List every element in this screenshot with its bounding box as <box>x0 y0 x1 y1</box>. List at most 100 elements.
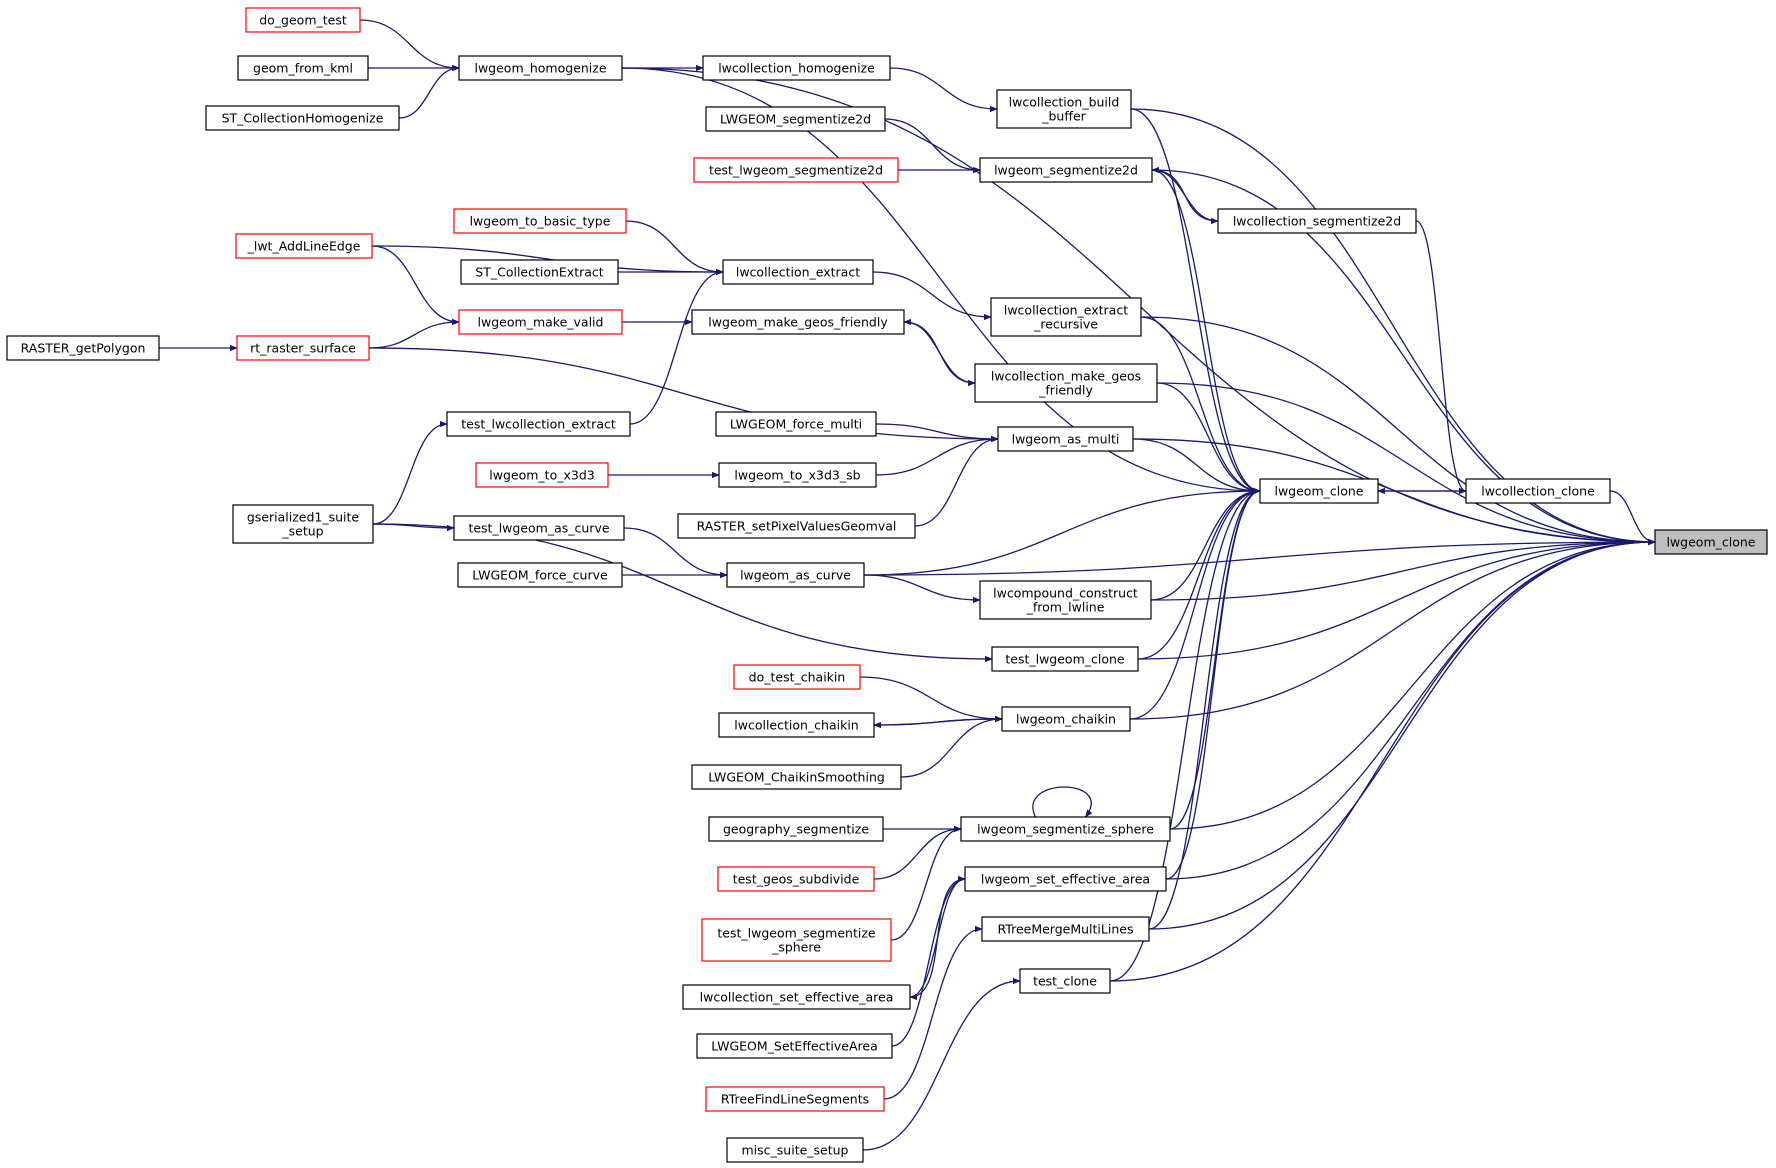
node-label: RTreeMergeMultiLines <box>998 922 1134 937</box>
node-label: test_clone <box>1033 974 1097 989</box>
node-lwcompound-construct-from-lwline[interactable]: lwcompound_construct_from_lwline <box>979 580 1152 620</box>
node-box <box>981 916 1150 942</box>
node-lwcollection-make-geos-friendly[interactable]: lwcollection_make_geos_friendly <box>974 363 1158 403</box>
node-test-lwgeom-segmentize-sphere[interactable]: test_lwgeom_segmentize_sphere <box>701 918 892 962</box>
node-lwcollection-homogenize[interactable]: lwcollection_homogenize <box>702 55 891 81</box>
node-test-lwcollection-extract[interactable]: test_lwcollection_extract <box>446 411 631 437</box>
node-raster-getpolygon[interactable]: RASTER_getPolygon <box>6 335 160 361</box>
node-label: _from_lwline <box>1026 600 1105 615</box>
edge-lwcollection_make_geos_friendly-to-lwgeom_clone <box>1156 382 1261 495</box>
node-box <box>726 1137 864 1163</box>
node-box <box>960 816 1171 842</box>
node-box <box>6 335 160 361</box>
node-rtreefindlinesegments[interactable]: RTreeFindLineSegments <box>705 1086 885 1112</box>
node-do-test-chaikin[interactable]: do_test_chaikin <box>733 664 861 690</box>
node-lwgeom-segmentize-sphere[interactable]: lwgeom_segmentize_sphere <box>960 816 1171 842</box>
node-label: RASTER_setPixelValuesGeomval <box>697 519 897 534</box>
node-box <box>677 513 916 539</box>
edge-test_lwcollection_extract-to-lwcollection_extract <box>629 268 724 425</box>
node-gserialized1-suite-setup[interactable]: gserialized1_suite_setup <box>232 504 374 544</box>
node-label: lwcollection_homogenize <box>718 61 875 76</box>
node-lwcollection-extract[interactable]: lwcollection_extract <box>722 259 874 285</box>
node--lwt-addlineedge[interactable]: _lwt_AddLineEdge <box>235 233 373 259</box>
node-label: _recursive <box>1033 317 1098 332</box>
node-lwgeom-force-curve[interactable]: LWGEOM_force_curve <box>457 562 623 588</box>
edge-_lwt_AddLineEdge-to-lwcollection_extract <box>371 245 724 276</box>
node-lwcollection-extract-recursive[interactable]: lwcollection_extract_recursive <box>990 297 1142 337</box>
node-box <box>715 411 877 437</box>
node-lwgeom-make-valid[interactable]: lwgeom_make_valid <box>458 309 623 335</box>
node-test-geos-subdivide[interactable]: test_geos_subdivide <box>717 866 875 892</box>
edge-lwgeom_segmentize_sphere-to-lwgeom_clone_root <box>1169 538 1656 830</box>
edge-lwgeom_chaikin-to-lwgeom_clone_root <box>1129 538 1656 720</box>
edge-RTreeFindLineSegments-to-RTreeMergeMultiLines <box>883 925 983 1100</box>
node-box <box>237 55 369 81</box>
edge-_lwt_AddLineEdge-to-lwgeom_make_valid <box>371 245 460 326</box>
node-lwcollection-segmentize2d[interactable]: lwcollection_segmentize2d <box>1217 208 1417 234</box>
edges-layer <box>159 19 1656 1151</box>
node-lwgeom-chaikin[interactable]: lwgeom_chaikin <box>1001 706 1131 732</box>
node-lwgeom-clone-root[interactable]: lwgeom_clone <box>1654 529 1768 555</box>
node-st-collectionextract[interactable]: ST_CollectionExtract <box>460 259 619 285</box>
node-label: test_lwcollection_extract <box>461 417 616 432</box>
node-lwcollection-set-effective-area[interactable]: lwcollection_set_effective_area <box>682 984 911 1010</box>
node-label: lwgeom_chaikin <box>1016 712 1116 727</box>
edge-lwcollection_clone-to-lwgeom_clone_root <box>1609 490 1656 546</box>
edge-test_lwgeom_segmentize_sphere-to-lwgeom_segmentize_sphere <box>890 825 962 941</box>
node-box <box>691 764 902 790</box>
node-test-clone[interactable]: test_clone <box>1019 968 1111 994</box>
node-box <box>475 462 609 488</box>
node-lwgeom-to-x3d3-sb[interactable]: lwgeom_to_x3d3_sb <box>718 462 877 488</box>
edge-rt_raster_surface-to-lwgeom_make_valid <box>368 318 460 349</box>
node-lwgeom-chaikinsmoothing[interactable]: LWGEOM_ChaikinSmoothing <box>691 764 902 790</box>
node-st-collectionhomogenize[interactable]: ST_CollectionHomogenize <box>205 105 400 131</box>
node-lwgeom-homogenize[interactable]: lwgeom_homogenize <box>458 55 623 81</box>
node-lwgeom-as-multi[interactable]: lwgeom_as_multi <box>997 426 1134 452</box>
node-lwcollection-chaikin[interactable]: lwcollection_chaikin <box>718 712 875 738</box>
node-lwgeom-segmentize2d[interactable]: LWGEOM_segmentize2d <box>705 106 886 132</box>
node-lwgeom-set-effective-area[interactable]: lwgeom_set_effective_area <box>964 866 1167 892</box>
node-box <box>232 504 374 544</box>
node-box <box>1001 706 1131 732</box>
node-lwgeom-as-curve[interactable]: lwgeom_as_curve <box>726 562 865 588</box>
node-lwcollection-build-buffer[interactable]: lwcollection_build_buffer <box>996 89 1132 129</box>
node-lwgeom-seteffectivearea[interactable]: LWGEOM_SetEffectiveArea <box>696 1033 893 1059</box>
node-box <box>446 411 631 437</box>
node-label: _sphere <box>771 940 821 955</box>
edge-misc_suite_setup-to-test_clone <box>862 977 1021 1151</box>
node-label: LWGEOM_force_multi <box>730 417 862 432</box>
node-box <box>990 297 1142 337</box>
node-label: test_lwgeom_segmentize <box>717 926 876 941</box>
node-do-geom-test[interactable]: do_geom_test <box>245 7 361 33</box>
edge-lwgeom_as_curve-to-lwgeom_clone_root <box>863 538 1656 576</box>
node-label: lwgeom_clone <box>1666 535 1755 550</box>
node-test-lwgeom-clone[interactable]: test_lwgeom_clone <box>991 646 1139 672</box>
node-box <box>991 646 1139 672</box>
node-box <box>705 1086 885 1112</box>
node-lwgeom-force-multi[interactable]: LWGEOM_force_multi <box>715 411 877 437</box>
edge-LWGEOM_segmentize2d-to-lwgeom_segmentize2d <box>884 118 981 174</box>
edge-lwgeom_segmentize2d-to-lwgeom_clone_root <box>1151 169 1656 546</box>
node-rtreemergemultilines[interactable]: RTreeMergeMultiLines <box>981 916 1150 942</box>
node-box <box>733 664 861 690</box>
node-geom-from-kml[interactable]: geom_from_kml <box>237 55 369 81</box>
edge-lwcollection_make_geos_friendly-to-lwgeom_make_geos_friendly <box>903 318 976 384</box>
edge-lwcompound_construct_from_lwline-to-lwgeom_clone_root <box>1150 538 1656 601</box>
node-lwgeom-to-basic-type[interactable]: lwgeom_to_basic_type <box>453 208 627 234</box>
node-box <box>458 309 623 335</box>
node-lwgeom-to-x3d3[interactable]: lwgeom_to_x3d3 <box>475 462 609 488</box>
node-test-lwgeom-as-curve[interactable]: test_lwgeom_as_curve <box>453 515 625 541</box>
node-lwgeom-make-geos-friendly[interactable]: lwgeom_make_geos_friendly <box>691 309 905 335</box>
node-label: test_lwgeom_segmentize2d <box>709 163 883 178</box>
node-misc-suite-setup[interactable]: misc_suite_setup <box>726 1137 864 1163</box>
node-geography-segmentize[interactable]: geography_segmentize <box>708 816 884 842</box>
node-raster-setpixelvaluesgeomval[interactable]: RASTER_setPixelValuesGeomval <box>677 513 916 539</box>
edge-test_lwgeom_clone-to-lwgeom_clone <box>1137 487 1261 660</box>
node-test-lwgeom-segmentize2d[interactable]: test_lwgeom_segmentize2d <box>693 157 899 183</box>
node-lwgeom-segmentize2d[interactable]: lwgeom_segmentize2d <box>979 157 1153 183</box>
node-box <box>974 363 1158 403</box>
node-rt-raster-surface[interactable]: rt_raster_surface <box>236 335 370 361</box>
node-lwgeom-clone[interactable]: lwgeom_clone <box>1259 478 1379 504</box>
node-label: ST_CollectionHomogenize <box>222 111 384 126</box>
node-lwcollection-clone[interactable]: lwcollection_clone <box>1465 478 1611 504</box>
